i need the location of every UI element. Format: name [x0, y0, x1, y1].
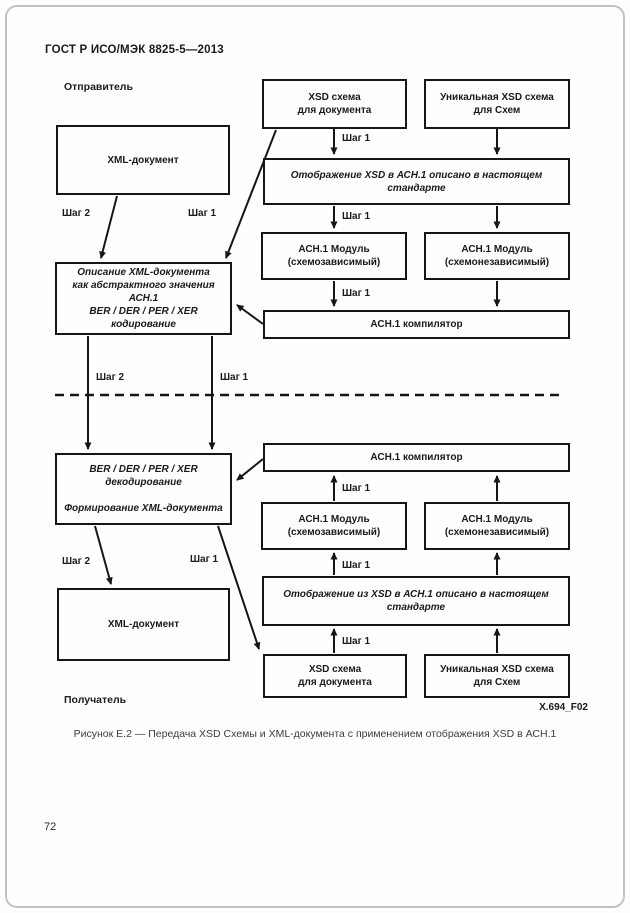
step2-label: Шаг 2	[96, 372, 125, 383]
box-asn1-module-schema-independent-sender: АСН.1 Модуль (схемонезависимый)	[424, 232, 570, 280]
receiver-label: Получатель	[64, 694, 127, 706]
box-xml-document-sender: XML-документ	[56, 125, 230, 195]
box-asn1-module-schema-dependent-sender: АСН.1 Модуль (схемозависимый)	[261, 232, 407, 280]
page-header: ГОСТ Р ИСО/МЭК 8825-5—2013	[45, 44, 224, 56]
box-xsd-asn1-mapping-sender: Отображение XSD в АСН.1 описано в настоя…	[263, 158, 570, 205]
box-xsd-schema-document-receiver: XSD схема для документа	[263, 654, 407, 698]
arrow-group	[55, 129, 565, 653]
box-asn1-module-schema-dependent-receiver: АСН.1 Модуль (схемозависимый)	[261, 502, 407, 550]
box-decode-form-xml: BER / DER / PER / XER декодирование Форм…	[55, 453, 232, 525]
step1-label: Шаг 1	[342, 133, 371, 144]
step1-label: Шаг 1	[342, 211, 371, 222]
page-number: 72	[44, 821, 57, 833]
sender-label: Отправитель	[64, 81, 133, 93]
box-xml-document-receiver: XML-документ	[57, 588, 230, 661]
figure-caption: Рисунок Е.2 — Передача XSD Схемы и XML-д…	[73, 728, 557, 740]
step2-label: Шаг 2	[62, 208, 91, 219]
box-xsd-schema-document-sender: XSD схема для документа	[262, 79, 407, 129]
box-asn1-compiler-receiver: АСН.1 компилятор	[263, 443, 570, 472]
box-describe-encode: Описание XML-документа как абстрактного …	[55, 262, 232, 335]
step1-label: Шаг 1	[342, 483, 371, 494]
figure-reference-tag: X.694_F02	[539, 702, 588, 713]
box-asn1-compiler-sender: АСН.1 компилятор	[263, 310, 570, 339]
box-asn1-module-schema-independent-receiver: АСН.1 Модуль (схемонезависимый)	[424, 502, 570, 550]
step2-label: Шаг 2	[62, 556, 91, 567]
box-unique-xsd-schema-sender: Уникальная XSD схема для Схем	[424, 79, 570, 129]
step1-label: Шаг 1	[220, 372, 249, 383]
step1-label: Шаг 1	[188, 208, 217, 219]
step1-label: Шаг 1	[190, 554, 219, 565]
box-xsd-asn1-mapping-receiver: Отображение из XSD в АСН.1 описано в нас…	[262, 576, 570, 626]
box-unique-xsd-schema-receiver: Уникальная XSD схема для Схем	[424, 654, 570, 698]
step1-label: Шаг 1	[342, 636, 371, 647]
step1-label: Шаг 1	[342, 560, 371, 571]
step1-label: Шаг 1	[342, 288, 371, 299]
